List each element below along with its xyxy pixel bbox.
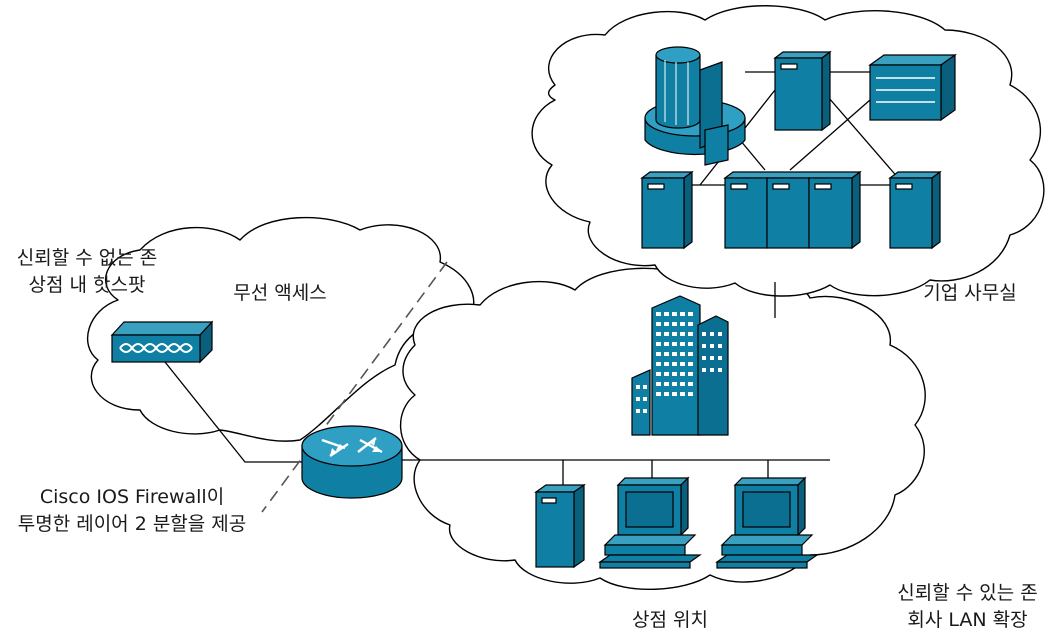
office-server-cluster-icon [723, 170, 862, 250]
office-server-icon [773, 50, 832, 132]
office-link-4 [821, 89, 901, 181]
firewall-label: Cisco IOS Firewall이 투명한 레이어 2 분할을 제공 [2, 484, 262, 538]
office-server-icon [640, 170, 694, 250]
zone-boundary-dashed [261, 261, 448, 513]
firewall-line-1: Cisco IOS Firewall이 [39, 486, 225, 508]
office-link-5 [789, 99, 871, 171]
store-location-label: 상점 위치 [632, 609, 708, 631]
trusted-zone-label: 신뢰할 수 있는 존 회사 LAN 확장 [880, 580, 1055, 634]
corporate-office-label: 기업 사무실 [923, 282, 1017, 304]
office-cloud [531, 5, 1045, 297]
office-server-icon [888, 170, 942, 250]
office-link-6 [739, 139, 766, 171]
mainframe-icon [644, 46, 746, 166]
wireless-access-label: 무선 액세스 [233, 282, 327, 304]
wireless-access-point-icon [110, 320, 214, 364]
store-server-icon [534, 483, 586, 569]
untrusted-zone-line-2: 상점 내 핫스팟 [28, 274, 146, 296]
trusted-zone-line-2: 회사 LAN 확장 [907, 609, 1028, 631]
workstation-icon [598, 476, 702, 569]
rack-server-icon [868, 53, 957, 122]
untrusted-zone-label: 신뢰할 수 없는 존 상점 내 핫스팟 [2, 245, 172, 299]
link-ap-router [164, 361, 308, 463]
untrusted-zone-line-1: 신뢰할 수 없는 존 [16, 247, 158, 269]
firewall-line-2: 투명한 레이어 2 분할을 제공 [17, 513, 247, 535]
workstation-icon [715, 476, 819, 569]
office-building-icon [631, 295, 729, 436]
trusted-zone-line-1: 신뢰할 수 있는 존 [897, 582, 1038, 604]
router-firewall-icon [301, 425, 403, 499]
